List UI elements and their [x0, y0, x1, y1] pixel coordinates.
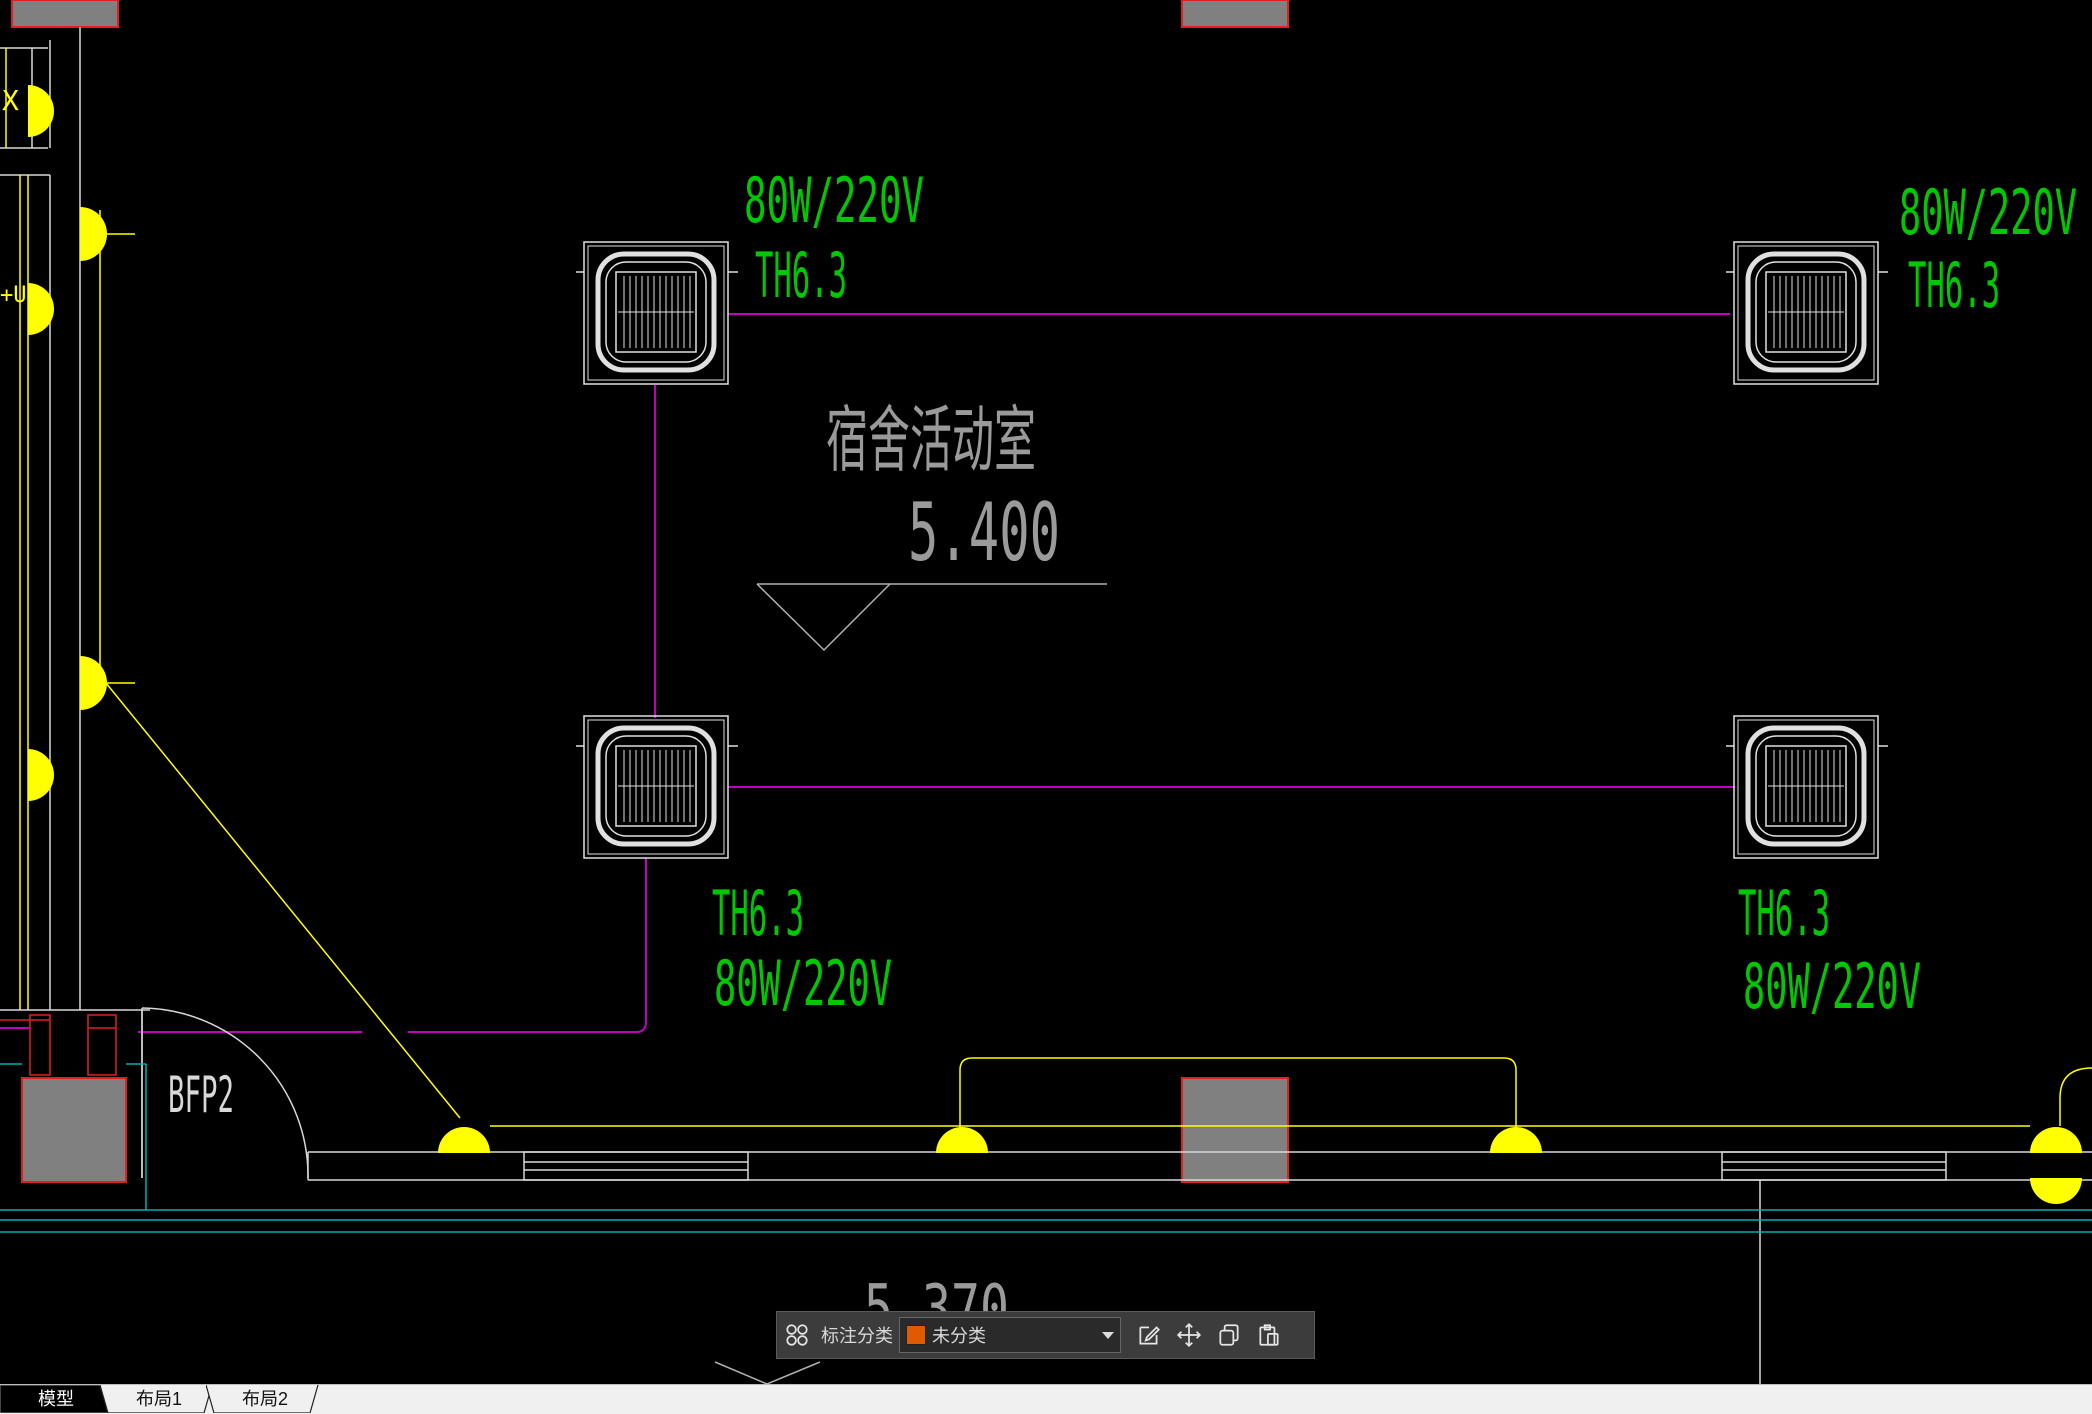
bottom-lighting-circuit: [490, 1057, 2092, 1140]
unit-2-power: 80W/220V: [1899, 176, 2077, 249]
unit-2-breaker: TH6.3: [1908, 249, 2000, 322]
bottom-wall: [307, 1151, 2092, 1384]
door-tag: BFP2: [168, 1066, 234, 1124]
tab-layout1[interactable]: 布局1: [100, 1385, 218, 1413]
copy-icon[interactable]: [1209, 1312, 1249, 1358]
unit-1-breaker: TH6.3: [755, 239, 847, 312]
unit-4-power: 80W/220V: [1743, 950, 1921, 1023]
tab-layout1-label: 布局1: [135, 1389, 182, 1409]
structural-columns: [11, 0, 1289, 1183]
tab-model[interactable]: 模型: [0, 1385, 112, 1413]
move-icon[interactable]: [1169, 1312, 1209, 1358]
tab-layout2-label: 布局2: [241, 1389, 288, 1409]
category-select-value: 未分类: [932, 1326, 986, 1346]
unit-4-breaker: TH6.3: [1738, 877, 1830, 950]
grid-icon[interactable]: [777, 1312, 817, 1358]
edge-label-top: X: [2, 84, 19, 117]
door-swing: [141, 1007, 309, 1179]
room-name-label: 宿舍活动室: [826, 398, 1036, 482]
annotation-category-label: 标注分类: [821, 1326, 893, 1346]
elevation-marker: [756, 583, 1107, 652]
circuit-wiring: [0, 313, 1735, 1033]
elevation-label: 5.400: [908, 486, 1060, 579]
wall-lights-left: [28, 85, 107, 801]
cad-drawing[interactable]: X +U 宿舍活动室 5.400 5.370: [0, 0, 2092, 1384]
unit-3-power: 80W/220V: [714, 947, 892, 1020]
cyan-walls: [0, 1063, 2092, 1233]
tab-layout2[interactable]: 布局2: [206, 1385, 324, 1413]
chevron-down-icon: [1102, 1331, 1114, 1339]
annotation-toolbar: 标注分类 未分类: [776, 1311, 1315, 1359]
ceiling-lights-bottom: [438, 1127, 2082, 1204]
category-color-swatch: [906, 1325, 926, 1345]
cad-model-space[interactable]: X +U 宿舍活动室 5.400 5.370: [0, 0, 2092, 1384]
edit-icon[interactable]: [1129, 1312, 1169, 1358]
annotation-category-select[interactable]: 未分类: [899, 1317, 1121, 1353]
layout-tab-strip: 模型 布局1 布局2: [0, 1384, 2092, 1414]
paste-icon[interactable]: [1249, 1312, 1289, 1358]
tab-model-label: 模型: [38, 1389, 74, 1409]
unit-1-power: 80W/220V: [744, 164, 924, 237]
unit-3-breaker: TH6.3: [712, 877, 804, 950]
edge-label-mid: +U: [0, 283, 27, 308]
